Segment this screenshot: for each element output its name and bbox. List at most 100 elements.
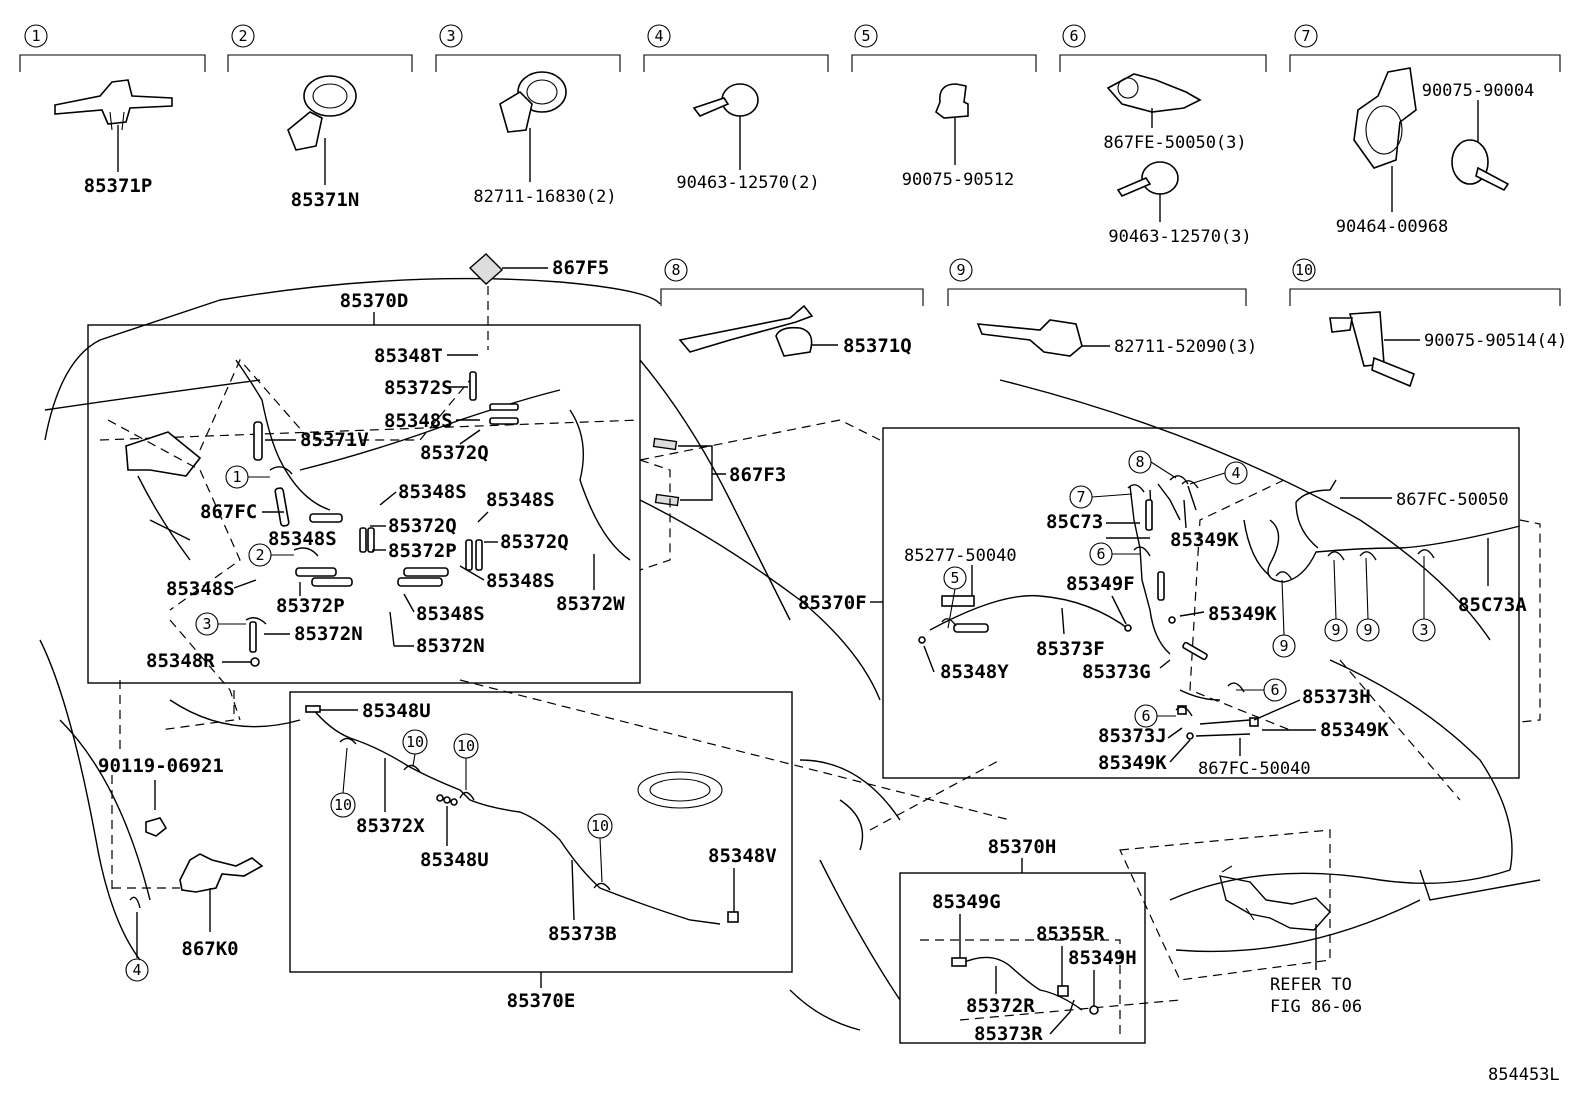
marker-10c: 10: [330, 792, 356, 818]
group-8-9-10-headers: 8 9 10: [660, 258, 1561, 306]
group-7-marker: 7: [1294, 24, 1318, 48]
group-2-marker: 2: [231, 24, 255, 48]
group-5-marker: 5: [854, 24, 878, 48]
svg-text:90075-90512: 90075-90512: [902, 170, 1015, 190]
svg-text:85373B: 85373B: [548, 923, 617, 945]
marker-10a: 10: [402, 729, 428, 755]
marker-10b: 10: [453, 733, 479, 759]
svg-text:6: 6: [1141, 707, 1150, 725]
svg-text:2: 2: [255, 546, 264, 564]
clip-90464-00968: 90464-00968: [1336, 67, 1449, 237]
marker-3-box: 3: [1412, 618, 1436, 642]
svg-text:10: 10: [334, 796, 352, 814]
svg-text:10: 10: [591, 817, 609, 835]
svg-text:867FC-50040: 867FC-50040: [1198, 759, 1311, 779]
svg-text:85370H: 85370H: [988, 836, 1057, 858]
svg-text:3: 3: [446, 27, 455, 45]
svg-text:85371V: 85371V: [300, 429, 369, 451]
marker-3: 3: [195, 612, 219, 636]
group-10-marker: 10: [1292, 258, 1316, 282]
svg-text:85348V: 85348V: [708, 845, 777, 867]
marker-5: 5: [943, 566, 967, 590]
svg-text:90464-00968: 90464-00968: [1336, 217, 1449, 237]
group-4-marker: 4: [647, 24, 671, 48]
svg-text:6: 6: [1096, 545, 1105, 563]
figure-id: 854453L: [1488, 1065, 1560, 1085]
marker-4-box: 4: [1224, 461, 1248, 485]
svg-text:85349H: 85349H: [1068, 947, 1137, 969]
svg-text:1: 1: [232, 468, 241, 486]
svg-text:85372W: 85372W: [556, 593, 625, 615]
svg-text:2: 2: [238, 27, 247, 45]
svg-text:85372Q: 85372Q: [420, 442, 489, 464]
svg-text:3: 3: [1419, 621, 1428, 639]
svg-text:7: 7: [1076, 488, 1085, 506]
bracket-867K0: 90119-06921 867K0 4: [98, 680, 264, 982]
pad-867F3: 867F3: [639, 437, 786, 571]
svg-text:85370E: 85370E: [507, 990, 576, 1012]
svg-text:85348R: 85348R: [146, 650, 215, 672]
clip-90075-90514: 90075-90514(4): [1329, 311, 1567, 388]
svg-text:867FC: 867FC: [200, 501, 257, 523]
marker-9a: 9: [1272, 634, 1296, 658]
group-9-marker: 9: [949, 258, 973, 282]
svg-text:85371Q: 85371Q: [843, 335, 912, 357]
svg-text:85371N: 85371N: [291, 189, 360, 211]
marker-1: 1: [225, 465, 249, 489]
harness-box-85370D: 85370D 867F5 1: [87, 253, 641, 721]
svg-text:85372R: 85372R: [966, 995, 1035, 1017]
svg-text:90463-12570(2): 90463-12570(2): [676, 173, 819, 193]
clip-82711-52090: 82711-52090(3): [976, 319, 1257, 357]
pad-867F5-icon: [468, 253, 504, 285]
svg-text:85372X: 85372X: [356, 815, 425, 837]
svg-text:90075-90514(4): 90075-90514(4): [1424, 331, 1567, 351]
svg-text:85355R: 85355R: [1036, 923, 1105, 945]
svg-text:85348U: 85348U: [362, 700, 431, 722]
svg-text:9: 9: [1363, 621, 1372, 639]
svg-text:82711-52090(3): 82711-52090(3): [1114, 337, 1257, 357]
svg-text:85348S: 85348S: [486, 570, 555, 592]
svg-text:85372N: 85372N: [294, 623, 363, 645]
svg-text:9: 9: [956, 261, 965, 279]
svg-text:3: 3: [202, 615, 211, 633]
svg-text:85348S: 85348S: [486, 489, 555, 511]
svg-text:85372Q: 85372Q: [500, 531, 569, 553]
svg-text:85372P: 85372P: [276, 595, 345, 617]
svg-text:90119-06921: 90119-06921: [98, 755, 224, 777]
svg-text:85348S: 85348S: [268, 528, 337, 550]
clip-90075-90004: 90075-90004: [1422, 81, 1534, 192]
svg-text:85349G: 85349G: [932, 891, 1001, 913]
svg-text:8: 8: [1135, 453, 1144, 471]
marker-9b: 9: [1324, 618, 1348, 642]
marker-4-lower: 4: [125, 958, 149, 982]
svg-text:85373H: 85373H: [1302, 686, 1371, 708]
marker-10d: 10: [587, 813, 613, 839]
svg-text:85349K: 85349K: [1098, 752, 1167, 774]
door-handle-icon: [637, 771, 723, 809]
clip-85371P: 85371P: [54, 79, 173, 197]
refer-note: REFER TO FIG 86-06: [1119, 829, 1362, 1017]
clip-90075-90512: 90075-90512: [902, 83, 1015, 190]
svg-text:85373G: 85373G: [1082, 661, 1151, 683]
svg-text:85C73A: 85C73A: [1458, 594, 1527, 616]
svg-text:85348S: 85348S: [166, 578, 235, 600]
svg-text:5: 5: [950, 569, 959, 587]
svg-text:85370D: 85370D: [340, 290, 409, 312]
svg-text:4: 4: [132, 961, 141, 979]
clip-85371N: 85371N: [287, 75, 360, 211]
svg-text:9: 9: [1279, 637, 1288, 655]
svg-text:9: 9: [1331, 621, 1340, 639]
svg-text:867K0: 867K0: [181, 938, 238, 960]
clip-90463-12570-b: 90463-12570(3): [1108, 161, 1252, 247]
svg-text:7: 7: [1301, 27, 1310, 45]
svg-text:5: 5: [861, 27, 870, 45]
svg-text:85373J: 85373J: [1098, 725, 1167, 747]
svg-text:85372N: 85372N: [416, 635, 485, 657]
group-8-marker: 8: [664, 258, 688, 282]
svg-text:867FC-50050: 867FC-50050: [1396, 490, 1509, 510]
svg-text:85348S: 85348S: [398, 481, 467, 503]
svg-text:1: 1: [31, 27, 40, 45]
svg-text:85349K: 85349K: [1170, 529, 1239, 551]
clip-85371Q: 85371Q: [678, 304, 912, 357]
